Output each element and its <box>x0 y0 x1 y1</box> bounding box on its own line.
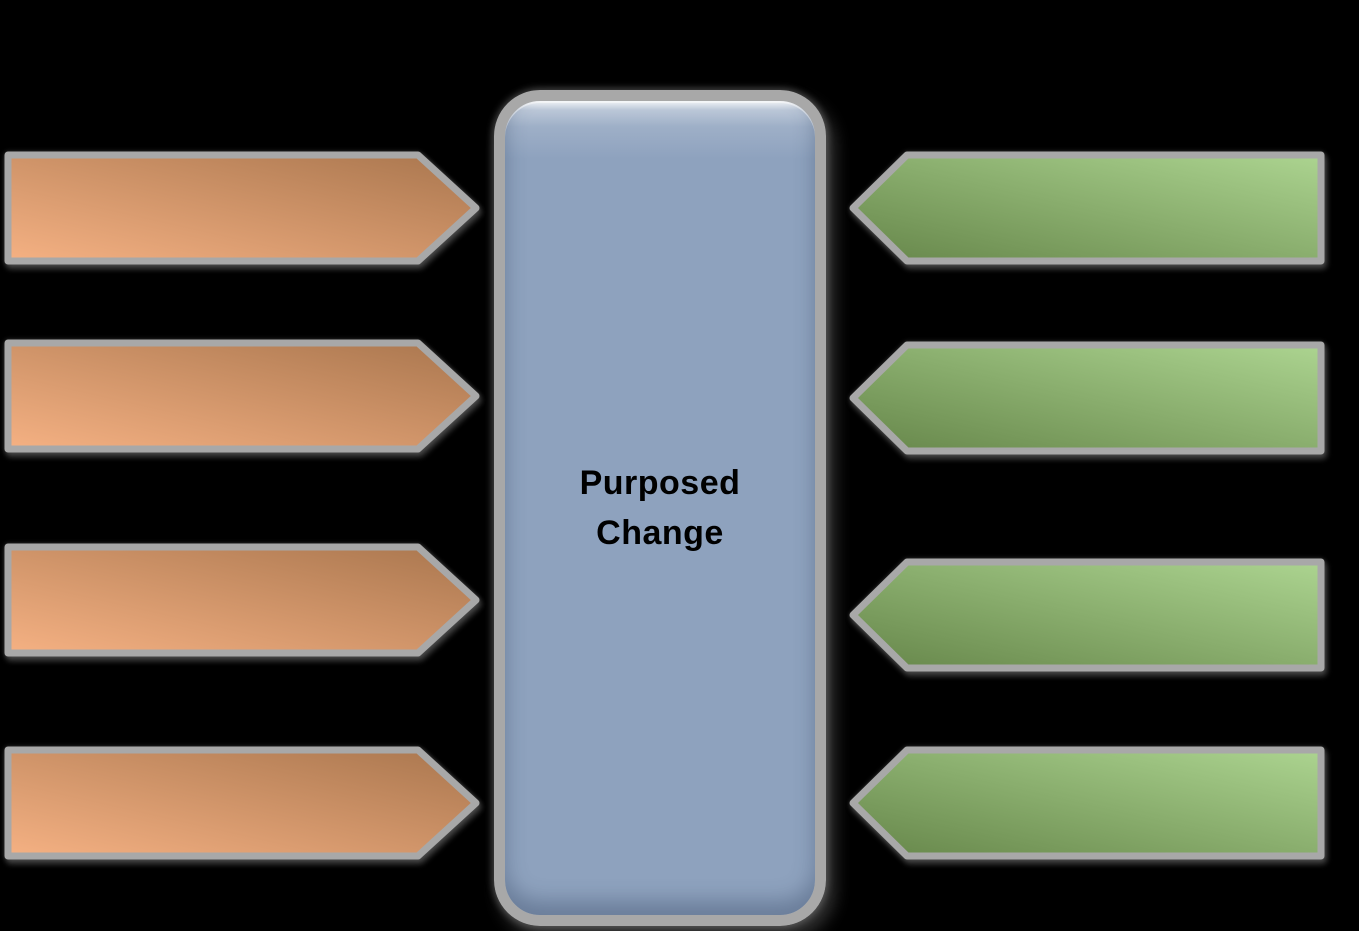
left-arrow-1 <box>4 151 480 265</box>
right-arrow-3 <box>849 558 1325 672</box>
left-pointing-arrow-icon <box>849 746 1325 860</box>
right-pointing-arrow-icon <box>4 339 480 453</box>
right-arrow-2 <box>849 341 1325 455</box>
purposed-change-title: Purposed Change <box>580 458 741 558</box>
left-pointing-arrow-icon <box>849 151 1325 265</box>
right-pointing-arrow-icon <box>4 543 480 657</box>
left-pointing-arrow-icon <box>849 341 1325 455</box>
left-arrow-2 <box>4 339 480 453</box>
purposed-change-title-line2: Change <box>596 514 724 552</box>
right-pointing-arrow-icon <box>4 151 480 265</box>
right-arrow-1 <box>849 151 1325 265</box>
left-arrow-3 <box>4 543 480 657</box>
purposed-change-box: Purposed Change <box>494 90 826 926</box>
right-pointing-arrow-icon <box>4 746 480 860</box>
left-arrow-4 <box>4 746 480 860</box>
purposed-change-title-line1: Purposed <box>579 464 741 502</box>
right-arrow-4 <box>849 746 1325 860</box>
left-pointing-arrow-icon <box>849 558 1325 672</box>
